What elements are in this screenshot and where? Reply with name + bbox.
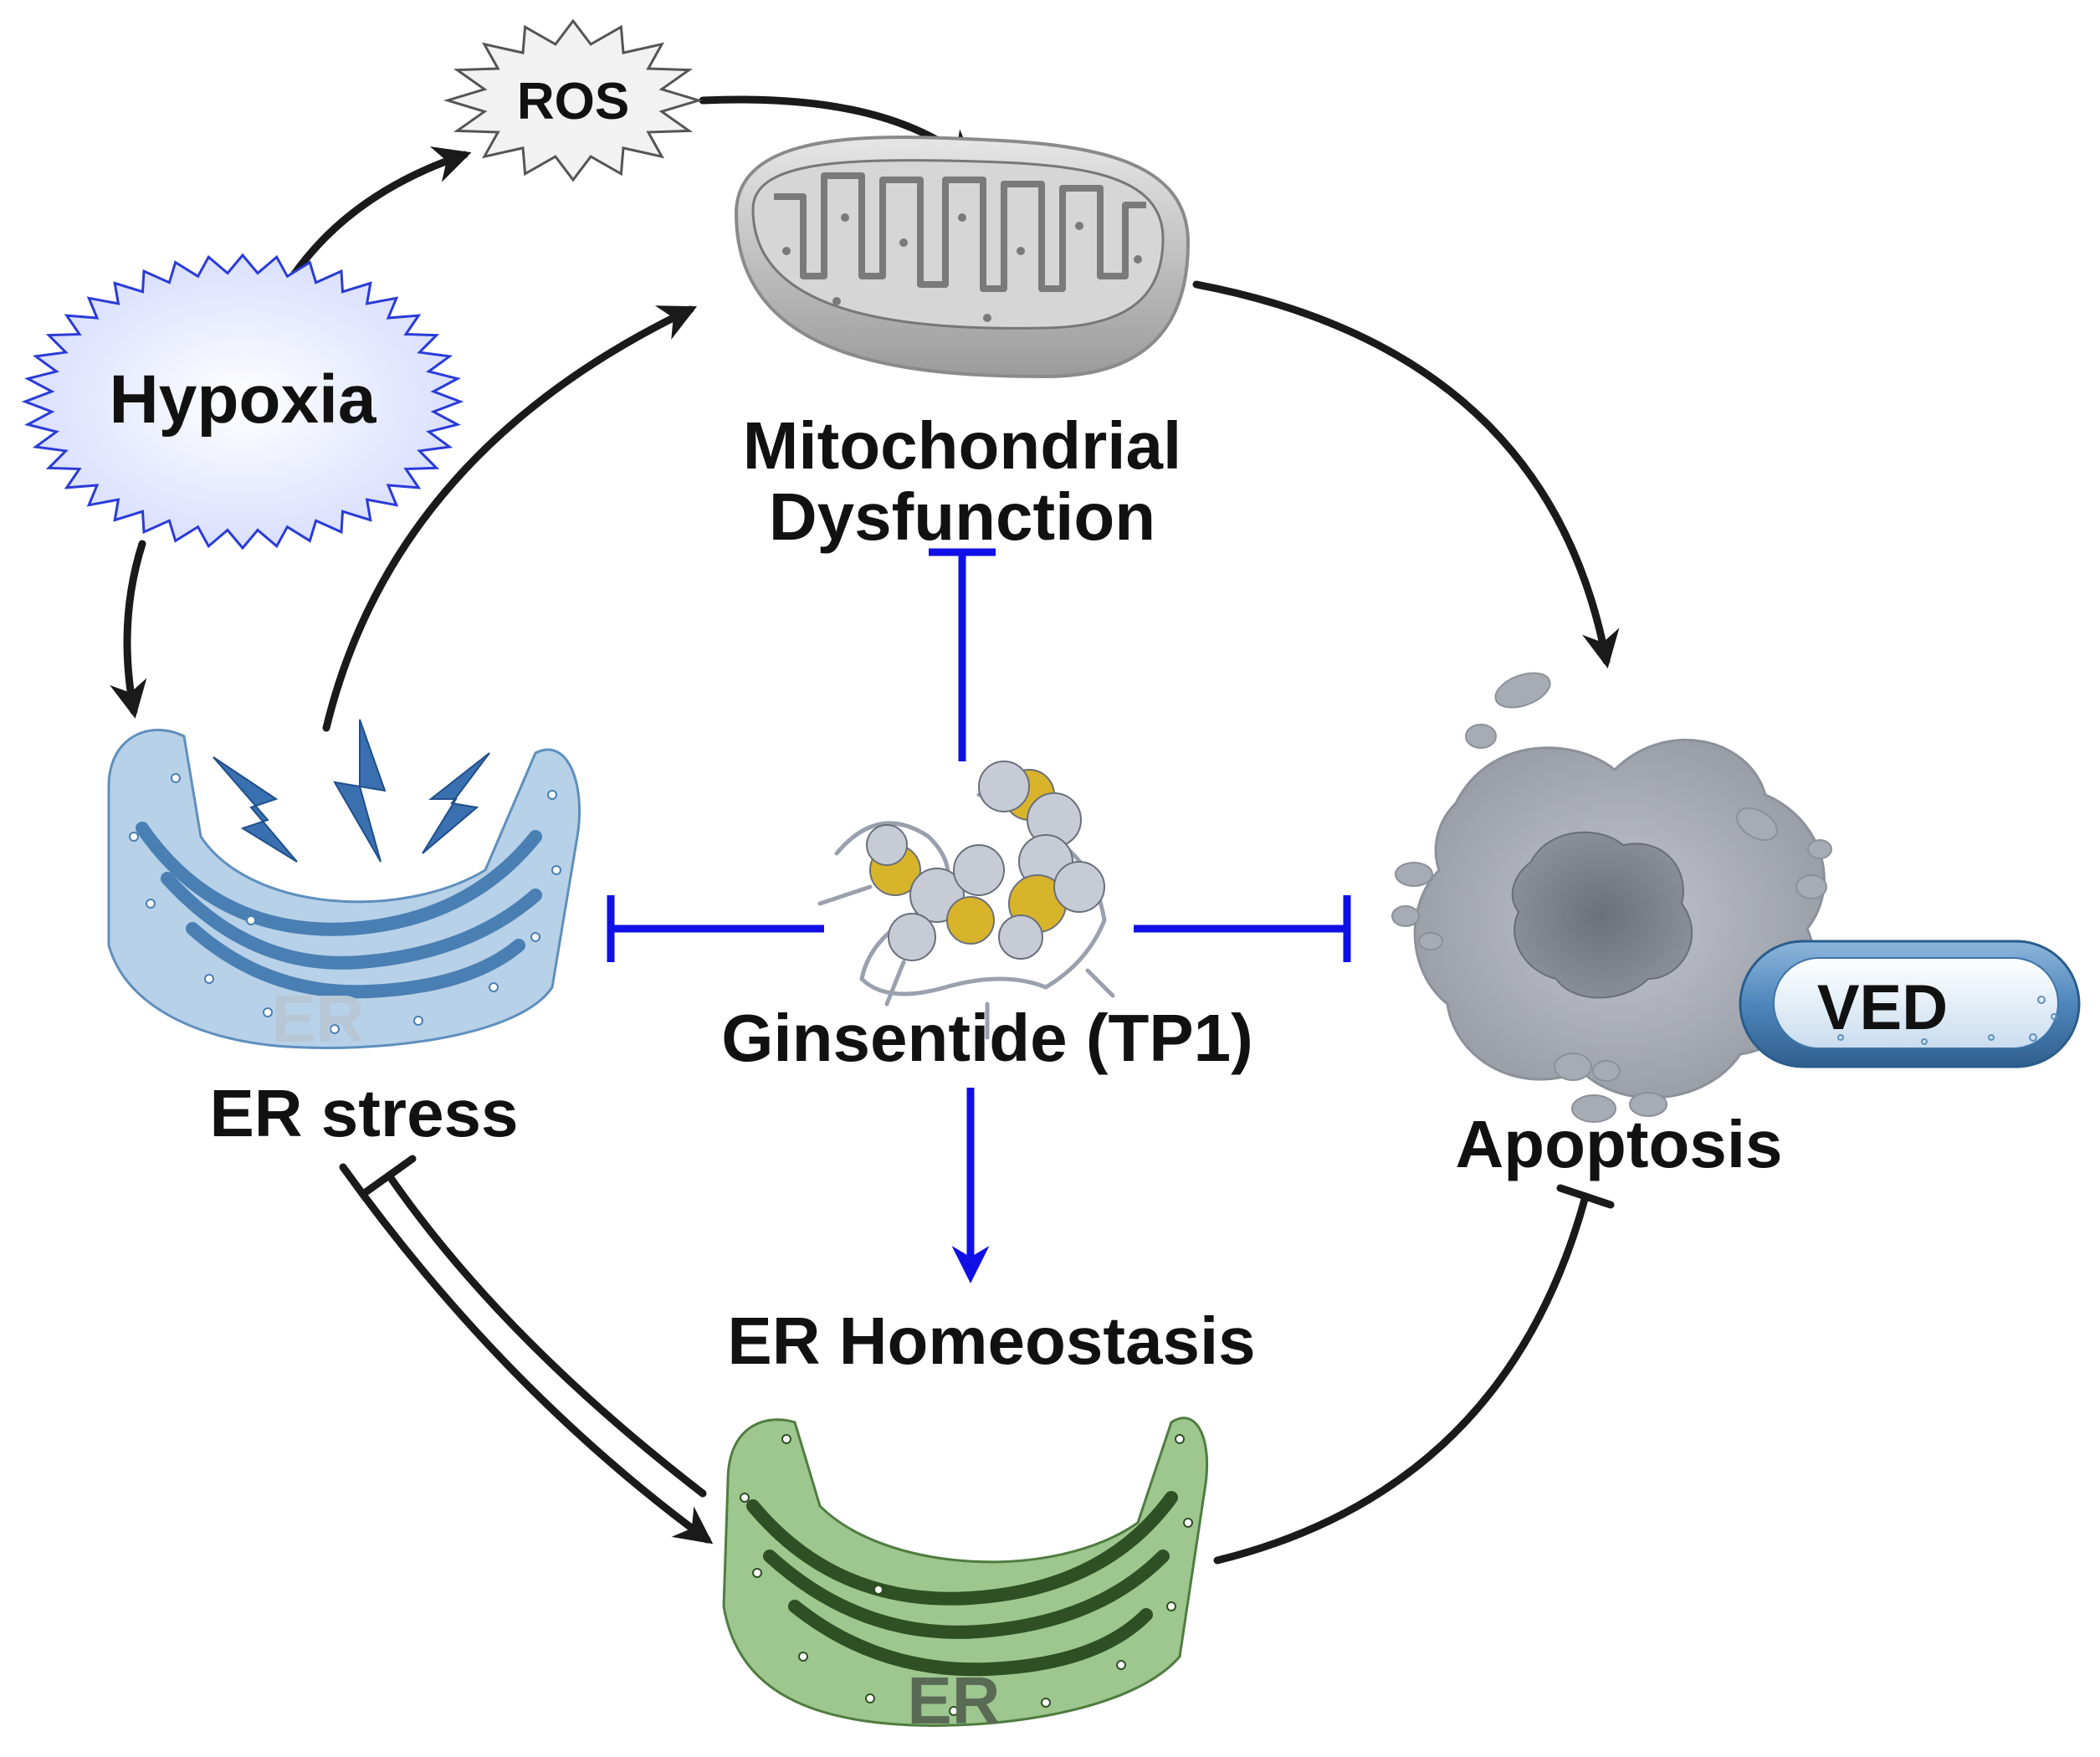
ved-bubbles [1837, 996, 2057, 1045]
molecule-atoms [866, 761, 1105, 961]
er-stress-tag: ER [271, 981, 364, 1056]
mito-label-line1: Mitochondrial [743, 408, 1181, 483]
mito-label-line2: Dysfunction [769, 479, 1155, 554]
inhibit-bar-apoptosis [1556, 1184, 1615, 1209]
er-stress-ribosomes [129, 773, 561, 1034]
ved-capsule-window [1773, 957, 2059, 1049]
hypoxia-starburst-shape [21, 253, 464, 551]
er-homeostasis-label: ER Homeostasis [727, 1304, 1255, 1378]
arrow-er-stress-to-er-homeostasis [339, 1163, 714, 1544]
apoptosis-label: Apoptosis [1455, 1107, 1782, 1181]
ros-label: ROS [517, 73, 629, 131]
arrow-hypoxia-to-ros [289, 146, 472, 280]
blue-inhibitors [607, 548, 1351, 1283]
ved-capsule: VED [1739, 940, 2081, 1068]
inhibit-er-homeostasis-to-er-stress [385, 1171, 707, 1498]
hypoxia-label: Hypoxia [110, 361, 377, 438]
lightning-bolt-icon [213, 756, 298, 863]
ginsentide-molecule [817, 761, 1115, 1040]
er-homeo-ribosomes [740, 1434, 1193, 1716]
er-homeo-cisternae [746, 1491, 1178, 1677]
apoptotic-bodies [1391, 672, 1832, 1123]
er-stress-label: ER stress [209, 1076, 518, 1150]
ved-label: VED [1817, 972, 1948, 1043]
er-stress-body [107, 729, 581, 1049]
arrow-hypoxia-to-er-stress [110, 540, 147, 719]
er-homeostasis-illustration: ER [722, 1416, 1209, 1738]
hypoxia-burst: Hypoxia [21, 253, 464, 551]
black-arrows [110, 95, 1620, 1565]
inhibit-er-homeostasis-to-apoptosis [1213, 1192, 1590, 1565]
ros-burst: ROS [443, 18, 704, 182]
lightning-bolt-icon [333, 719, 387, 863]
inhibit-bar-er-stress [361, 1155, 417, 1196]
mito-granules [782, 213, 1142, 322]
ginsentide-label: Ginsentide (TP1) [721, 1001, 1253, 1075]
er-stress-cisternae [136, 822, 542, 999]
apoptotic-cell-illustration [1391, 672, 1832, 1123]
lightning-bolt-icons [213, 719, 490, 863]
er-homeo-tag: ER [907, 1663, 1000, 1738]
arrow-mito-to-apoptosis [1192, 280, 1620, 668]
apoptotic-nucleus [1511, 831, 1693, 999]
er-stress-illustration: ER [107, 719, 581, 1056]
arrow-er-stress-to-mito [322, 305, 698, 732]
lightning-bolt-icon [422, 752, 490, 854]
mito-cristae [774, 172, 1146, 292]
mitochondrion-illustration [734, 135, 1191, 379]
ros-starburst-shape [443, 18, 704, 182]
